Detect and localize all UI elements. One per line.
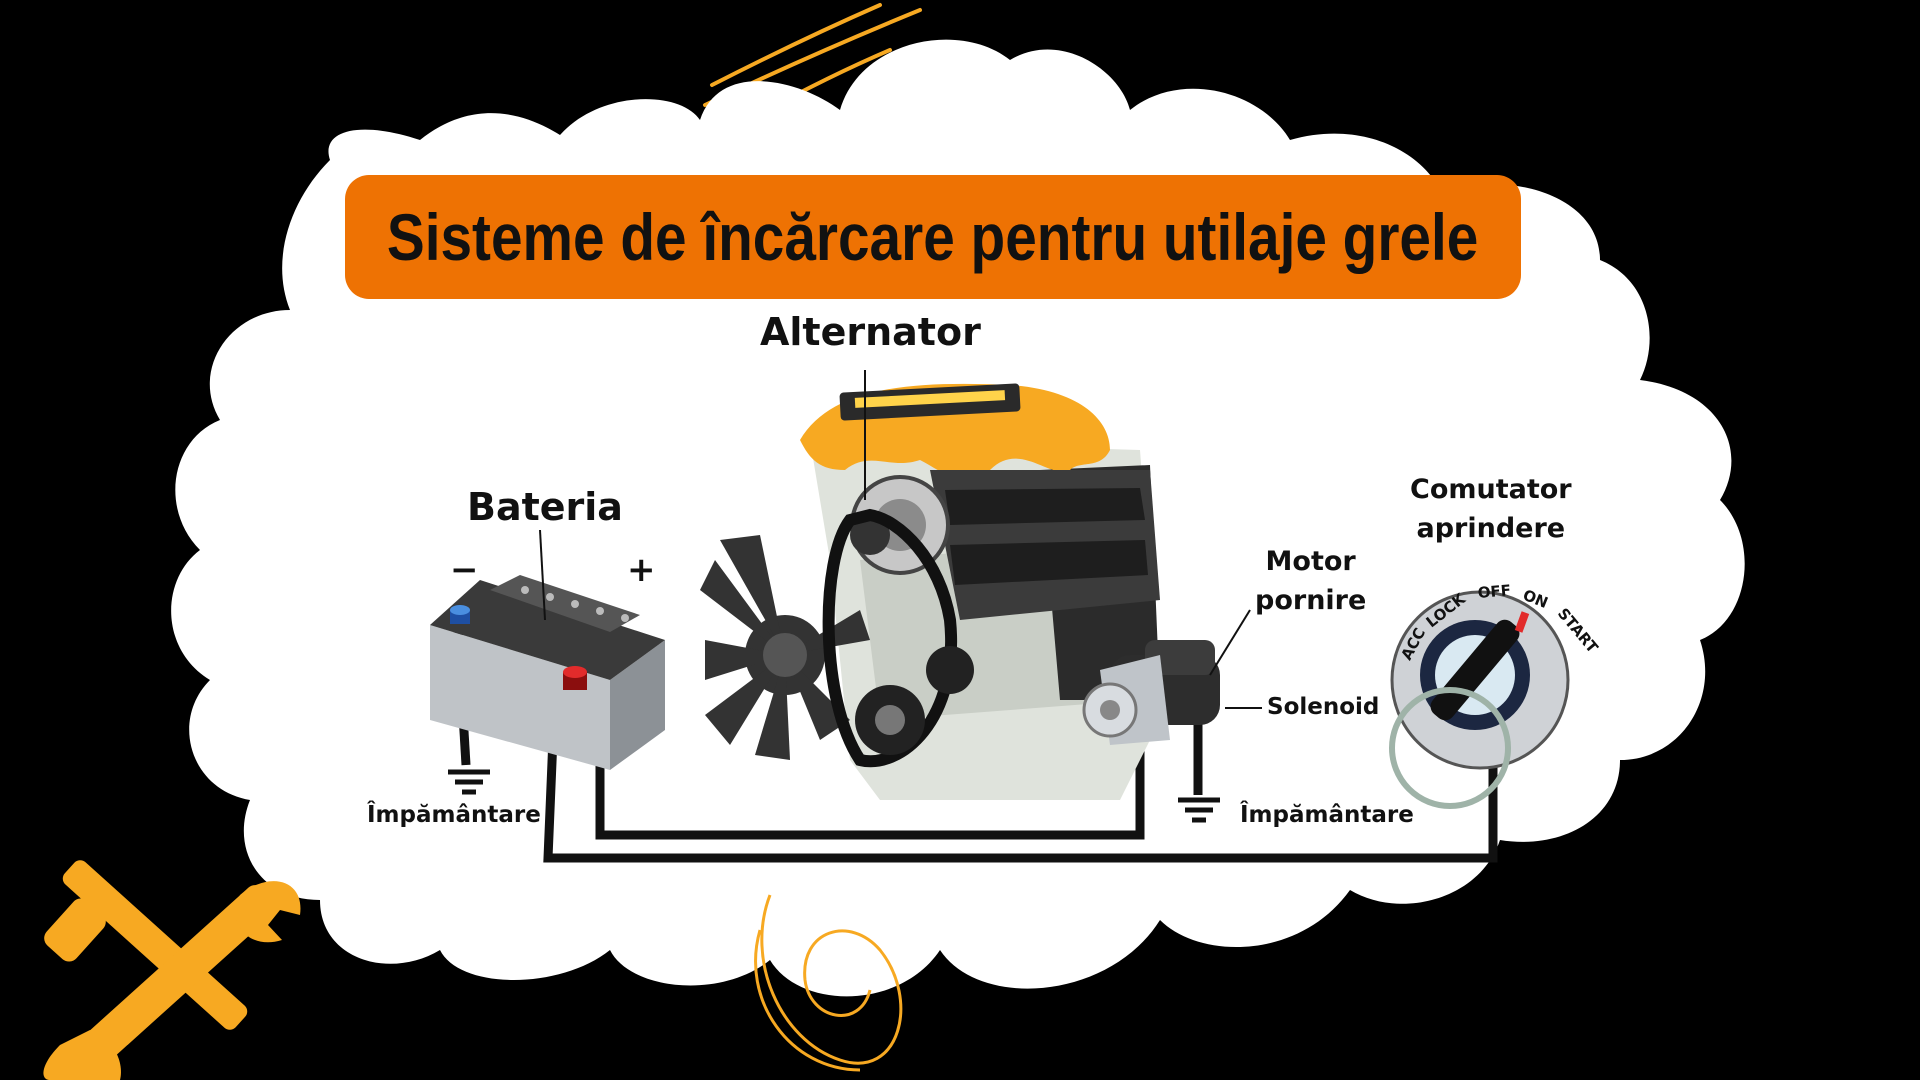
label-alternator: Alternator — [760, 310, 981, 354]
label-starter-line1: Motor — [1265, 546, 1356, 577]
leader-lines — [539, 370, 1262, 709]
label-ground-left: Împământare — [367, 802, 541, 828]
label-ignition-line1: Comutator — [1410, 474, 1572, 505]
ignition-switch-icon — [1389, 590, 1570, 809]
starter-motor-icon — [1082, 640, 1220, 745]
ignition-position-off: OFF — [1477, 581, 1512, 602]
battery-negative-sign: − — [450, 550, 479, 590]
label-battery: Bateria — [467, 485, 623, 529]
label-ignition-switch: Comutator aprindere — [1410, 470, 1572, 548]
battery-positive-sign: + — [627, 550, 656, 590]
title-banner: Sisteme de încărcare pentru utilaje grel… — [345, 175, 1521, 299]
ground-symbol-icon — [448, 769, 1220, 823]
page-title: Sisteme de încărcare pentru utilaje grel… — [387, 200, 1479, 274]
label-solenoid: Solenoid — [1267, 694, 1380, 720]
positive-wire-to-ignition — [543, 689, 1498, 863]
label-ignition-line2: aprindere — [1416, 513, 1566, 544]
decorative-swirl — [754, 894, 903, 1072]
tools-icon — [43, 860, 301, 1080]
engine-icon — [700, 383, 1160, 800]
label-starter-motor: Motor pornire — [1255, 542, 1366, 620]
label-ground-right: Împământare — [1240, 802, 1414, 828]
label-starter-line2: pornire — [1255, 585, 1367, 616]
battery-icon — [430, 575, 665, 770]
